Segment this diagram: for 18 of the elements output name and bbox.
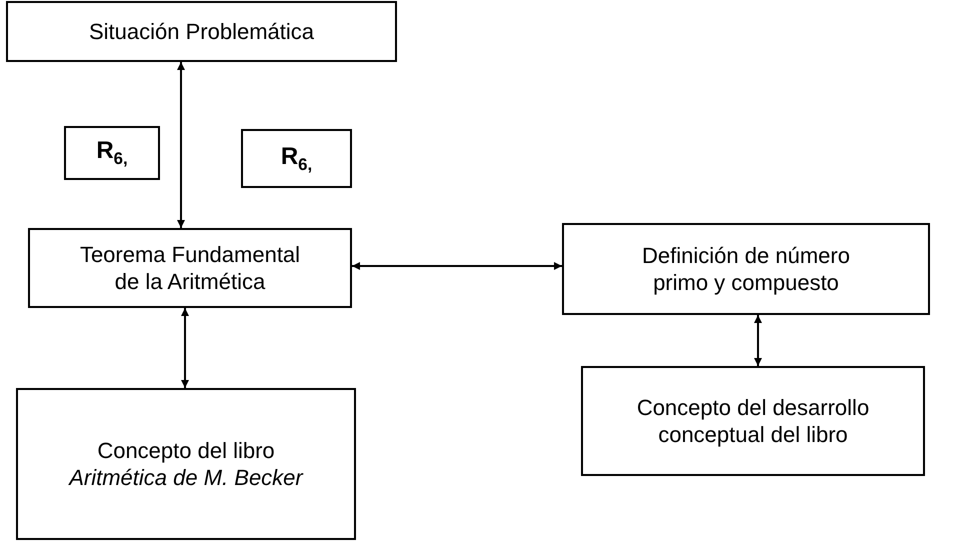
node-text: Definición de número primo y compuesto [641,242,851,296]
double-arrow [181,308,189,388]
node-text: R$_{6,}$ [96,136,128,170]
label-box [64,126,160,180]
label-box [241,129,352,188]
concept-box [581,366,925,476]
node-text: Teorema Fundamental de la Aritmética [78,240,302,296]
concept-box [28,228,352,308]
concept-box [16,388,356,540]
node-text: R$_{6,}$ [280,142,312,176]
double-arrow [352,262,562,270]
double-arrow [754,315,762,366]
node-text: Concepto del libro Aritmética de M. Becker [67,436,304,492]
concept-box [6,1,397,62]
node-text: Situación Problemática [88,18,314,46]
double-arrow [177,62,185,228]
node-text: Concepto del desarrollo conceptual del libro [636,394,870,448]
concept-box [562,223,930,315]
